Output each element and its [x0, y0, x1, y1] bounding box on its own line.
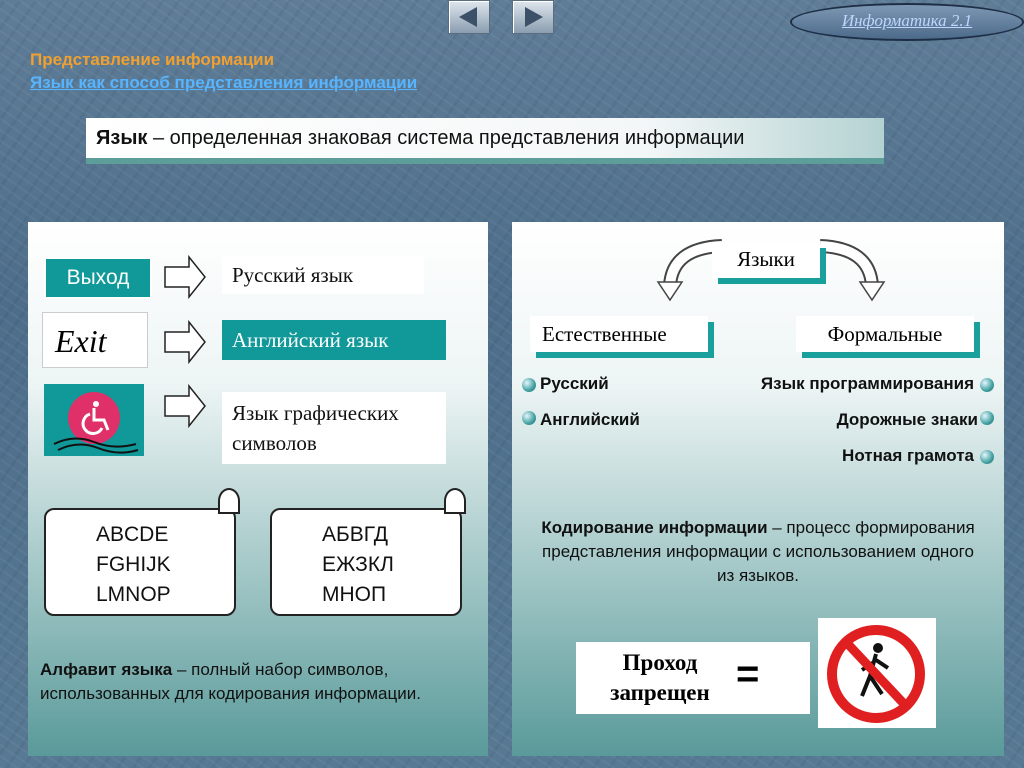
- exit-en-sign: Exit: [42, 312, 148, 368]
- scroll-line: ЕЖЗКЛ: [322, 553, 394, 576]
- scroll-line: FGHIJK: [96, 553, 171, 576]
- natural-languages-node: Естественные: [530, 316, 708, 352]
- page-title: Представление информации: [30, 50, 275, 69]
- alphabet-term: Алфавит языка: [40, 660, 173, 679]
- no-pedestrian-sign-icon: [818, 618, 936, 728]
- formal-item: Нотная грамота: [842, 446, 974, 465]
- coding-definition: Кодирование информации – процесс формиро…: [536, 516, 980, 588]
- coding-term: Кодирование информации: [541, 518, 768, 537]
- equals-sign: =: [736, 652, 760, 696]
- arrow-right-icon: [164, 255, 206, 299]
- alphabet-definition: Алфавит языка – полный набор символов, и…: [40, 658, 470, 706]
- left-panel: Выход Русский язык Exit Английский язык …: [28, 222, 488, 756]
- languages-root-node: Языки: [712, 242, 820, 278]
- definition-bar: Язык – определенная знаковая система пре…: [86, 118, 884, 158]
- exit-ru-sign: Выход: [44, 257, 152, 299]
- bullet-icon: [980, 411, 994, 425]
- no-passage-label: Проход запрещен: [610, 650, 710, 705]
- english-language-box: Английский язык: [222, 320, 446, 360]
- bullet-icon: [522, 378, 536, 392]
- russian-language-box: Русский язык: [222, 256, 424, 294]
- formal-item: Язык программирования: [760, 374, 974, 393]
- definition-text: – определенная знаковая система представ…: [147, 127, 745, 149]
- alphabet-text: – полный набор символов, использованных …: [40, 660, 421, 703]
- page-subtitle-link[interactable]: Язык как способ представления информации: [30, 73, 418, 92]
- natural-item: Английский: [540, 410, 640, 429]
- graphic-symbols-box: Язык графических символов: [222, 392, 446, 464]
- definition-term: Язык: [96, 127, 148, 149]
- scroll-line: МНОП: [322, 583, 387, 606]
- bullet-icon: [980, 378, 994, 392]
- scroll-curl-icon: [218, 488, 240, 514]
- prev-slide-button[interactable]: [448, 0, 490, 34]
- scroll-curl-icon: [444, 488, 466, 514]
- latin-alphabet-scroll: ABCDE FGHIJK LMNOP: [44, 508, 236, 616]
- scroll-line: ABCDE: [96, 523, 169, 546]
- formal-languages-node: Формальные: [796, 316, 974, 352]
- natural-item: Русский: [540, 374, 609, 393]
- cyrillic-alphabet-scroll: АБВГД ЕЖЗКЛ МНОП: [270, 508, 462, 616]
- scroll-line: LMNOP: [96, 583, 171, 606]
- no-passage-box: Проход запрещен =: [576, 642, 810, 714]
- bullet-icon: [980, 450, 994, 464]
- arrow-right-icon: [164, 384, 206, 428]
- wheelchair-sign-icon: [44, 384, 144, 456]
- next-slide-button[interactable]: [512, 0, 554, 34]
- arrow-right-icon: [164, 320, 206, 364]
- bullet-icon: [522, 411, 536, 425]
- curved-arrows-icon: [656, 239, 886, 302]
- scroll-line: АБВГД: [322, 523, 388, 546]
- right-panel: Языки Естественные Формальные Русский Ан…: [512, 222, 1004, 756]
- formal-item: Дорожные знаки: [836, 410, 978, 429]
- triangle-left-icon: [459, 7, 477, 27]
- coding-text: – процесс формирования представления инф…: [542, 518, 975, 585]
- triangle-right-icon: [525, 7, 543, 27]
- course-badge-link[interactable]: Информатика 2.1: [790, 3, 1024, 41]
